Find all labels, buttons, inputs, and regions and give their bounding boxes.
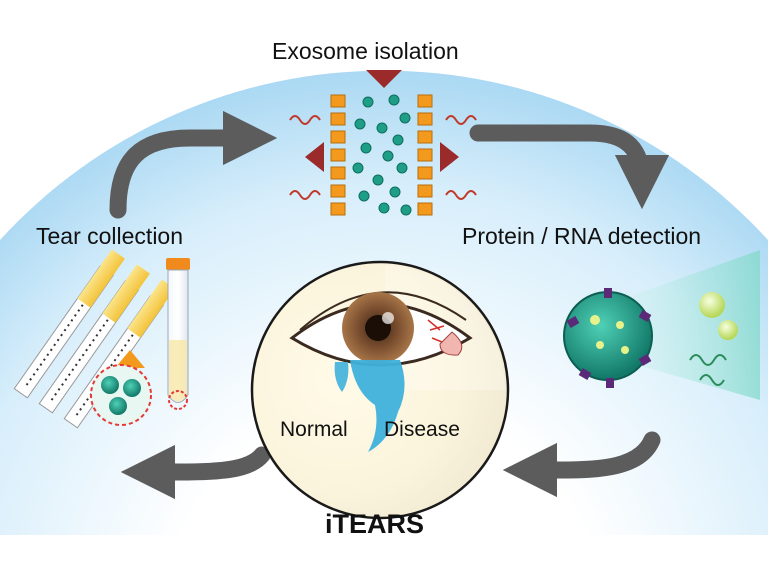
- exosome-isolation-chip-icon: [289, 70, 477, 216]
- arrow-center-to-collection: [120, 444, 271, 500]
- step-label-protein-rna-detection: Protein / RNA detection: [462, 223, 702, 249]
- diagram-title: iTEARS: [325, 509, 425, 539]
- center-label-normal: Normal: [280, 418, 348, 441]
- tear-strip-icon: [13, 249, 175, 429]
- eye-icon: [289, 291, 473, 367]
- arrow-detection-to-center: [502, 431, 661, 498]
- exosome-particle-icon: [563, 250, 760, 400]
- tear-drop-icon: [334, 360, 405, 452]
- bottom-band: [0, 535, 768, 576]
- step-label-exosome-isolation: Exosome isolation: [272, 38, 459, 64]
- arrow-collection-to-isolation: [109, 110, 278, 219]
- collection-tube-icon: [166, 258, 190, 410]
- center-label-disease: Disease: [384, 418, 460, 441]
- exosome-particle-icon: [90, 350, 152, 426]
- cycle-arrow-icon: [109, 110, 670, 500]
- step-label-tear-collection: Tear collection: [36, 223, 184, 249]
- arrow-isolation-to-detection: [469, 124, 670, 210]
